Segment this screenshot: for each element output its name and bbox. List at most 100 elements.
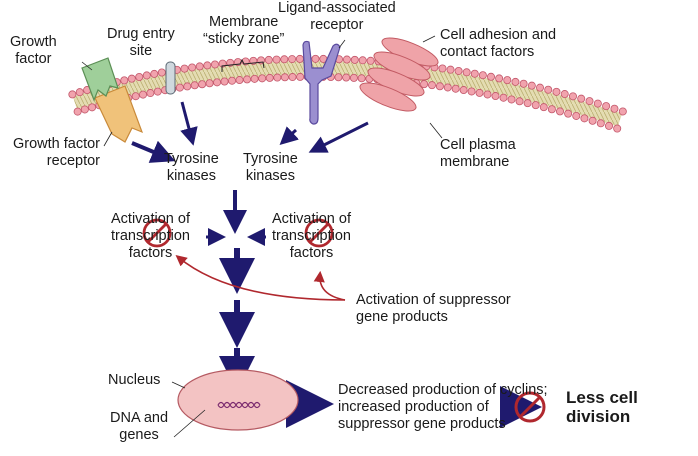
lipid-head [135, 73, 144, 82]
lipid-head [610, 104, 619, 113]
lipid-head [438, 64, 447, 73]
lipid-head [264, 55, 273, 64]
lipid-head [470, 69, 479, 78]
lipid-head [462, 68, 471, 77]
lipid-head [544, 85, 553, 94]
label-membrane-sticky-zone: Membrane“sticky zone” [203, 14, 285, 47]
cell-plasma-membrane [68, 54, 627, 133]
lipid-head [280, 55, 289, 64]
lipid-head [475, 88, 484, 97]
inhibit-icon-division [514, 391, 546, 423]
lipid-head [483, 90, 492, 99]
lipid-head [180, 64, 189, 73]
lipid-head [618, 107, 627, 116]
lipid-head [435, 82, 444, 91]
lipid-head [531, 101, 540, 110]
lipid-head [88, 103, 97, 112]
lipid-head [210, 60, 219, 69]
arrow-receptor-to-kinase [131, 140, 176, 163]
drug-entry-channel [165, 61, 176, 95]
lipid-head [499, 93, 508, 102]
lipid-head [205, 79, 214, 88]
lipid-head [342, 55, 351, 64]
lipid-head [198, 80, 207, 89]
inhibit-icon-left [142, 218, 172, 248]
lipid-head [593, 99, 602, 108]
lipid-head [427, 81, 436, 90]
lipid-head [243, 75, 252, 84]
lipid-head [451, 84, 460, 93]
lipid-head [366, 56, 375, 65]
lipid-head [539, 103, 548, 112]
lipid-head [350, 55, 359, 64]
lipid-head [146, 89, 155, 98]
lipid-head [564, 109, 573, 118]
lipid-head [265, 73, 274, 82]
label-nucleus: Nucleus [108, 372, 161, 388]
lipid-head [127, 74, 136, 83]
lipid-head [311, 54, 320, 63]
lipid-head [613, 124, 622, 133]
lipid-head [349, 73, 358, 82]
lipid-head [552, 87, 561, 96]
sticky-zone-bracket [221, 58, 265, 72]
lipid-head [220, 77, 229, 86]
lipid-head [131, 92, 140, 101]
lipid-head [446, 65, 455, 74]
lipid-head [183, 82, 192, 91]
lipid-head [519, 79, 528, 88]
ligand-associated-receptor-shape [302, 40, 341, 125]
lipid-head [585, 97, 594, 106]
lipid-head [507, 95, 516, 104]
lipid-head [511, 77, 520, 86]
lipid-head [572, 111, 581, 120]
lipid-head [228, 76, 237, 85]
lipid-head [296, 72, 305, 81]
lipid-head [420, 80, 429, 89]
growth-factor-shape [81, 57, 119, 102]
lipid-head [250, 74, 259, 83]
lipid-head [73, 107, 82, 116]
lipid-head [523, 99, 532, 108]
lipid-head [443, 83, 452, 92]
lipid-head [596, 119, 605, 128]
lipid-head [342, 73, 351, 82]
lipid-head [486, 72, 495, 81]
lipid-head [139, 90, 148, 99]
arrow-adhesion-to-kinase [308, 121, 369, 153]
lipid-head [175, 83, 184, 92]
lipid-head [577, 94, 586, 103]
lipid-head [280, 73, 289, 82]
lipid-head [68, 90, 77, 99]
lipid-head [288, 55, 297, 64]
growth-factor-receptor-shape [94, 85, 144, 143]
lipid-head [454, 66, 463, 75]
lipid-head [478, 71, 487, 80]
dna-helix [217, 401, 261, 409]
lipid-head [80, 105, 89, 114]
lipid-head [568, 92, 577, 101]
lipid-head [467, 87, 476, 96]
label-outcome-production: Decreased production of cyclins;increase… [338, 382, 548, 432]
lipid-head [560, 90, 569, 99]
lipid-head [272, 55, 281, 64]
lipid-head [495, 74, 504, 83]
lipid-head [120, 76, 129, 85]
lipid-head [357, 74, 366, 83]
lipid-head [503, 76, 512, 85]
lipid-head [547, 105, 556, 114]
suppressor-arrow-right [313, 270, 346, 301]
lipid-head [527, 81, 536, 90]
